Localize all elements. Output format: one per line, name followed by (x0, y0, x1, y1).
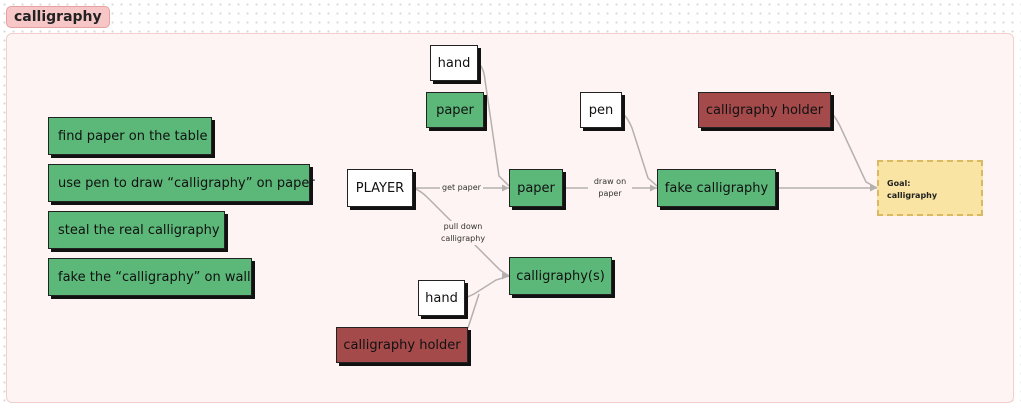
node-calligraphy-holder-top[interactable]: calligraphy holder (698, 92, 831, 128)
edge-label-pull-down: pull down (443, 222, 483, 231)
edge-player-to-callig (412, 187, 510, 277)
edge-label-get-paper: get paper (440, 182, 483, 194)
node-paper[interactable]: paper (509, 169, 563, 207)
edge-label-calligraphy: calligraphy (440, 234, 486, 243)
task-fake-calligraphy[interactable]: fake the “calligraphy” on wall (48, 258, 252, 296)
node-calligraphy-holder-bottom[interactable]: calligraphy holder (336, 327, 468, 363)
edge-holder-to-goal (830, 111, 878, 189)
edge-label-pull-down-calligraphy: pull down calligraphy (436, 221, 490, 245)
edge-pen-to-fake (621, 112, 658, 187)
edge-hand-to-paper (477, 62, 510, 187)
edge-label-draw-on-paper: draw on paper (588, 176, 632, 200)
frame-title[interactable]: calligraphy (6, 6, 110, 28)
edge-hand-to-callig (464, 275, 510, 299)
node-calligraphy-s[interactable]: calligraphy(s) (509, 257, 612, 295)
arrowhead-callig (502, 272, 509, 280)
edge-label-draw-on: draw on (593, 177, 627, 186)
arrowhead-goal (870, 184, 877, 192)
node-paper-top[interactable]: paper (426, 92, 484, 128)
goal-text: calligraphy (887, 191, 938, 200)
node-hand-bottom[interactable]: hand (418, 280, 465, 316)
task-draw-calligraphy[interactable]: use pen to draw “calligraphy” on paper (48, 164, 315, 202)
edge-label-paper: paper (598, 189, 622, 198)
node-fake-calligraphy[interactable]: fake calligraphy (657, 169, 776, 207)
node-hand-top[interactable]: hand (430, 45, 478, 81)
arrowhead-paper (502, 184, 509, 192)
task-steal-calligraphy[interactable]: steal the real calligraphy (48, 211, 225, 249)
goal-node[interactable]: Goal: calligraphy (877, 160, 983, 216)
node-pen[interactable]: pen (580, 92, 622, 128)
task-find-paper[interactable]: find paper on the table (48, 117, 212, 155)
node-player[interactable]: PLAYER (347, 169, 413, 207)
arrowhead-fake (650, 184, 657, 192)
edge-holder-to-callig (467, 293, 480, 329)
goal-label: Goal: (887, 179, 911, 188)
